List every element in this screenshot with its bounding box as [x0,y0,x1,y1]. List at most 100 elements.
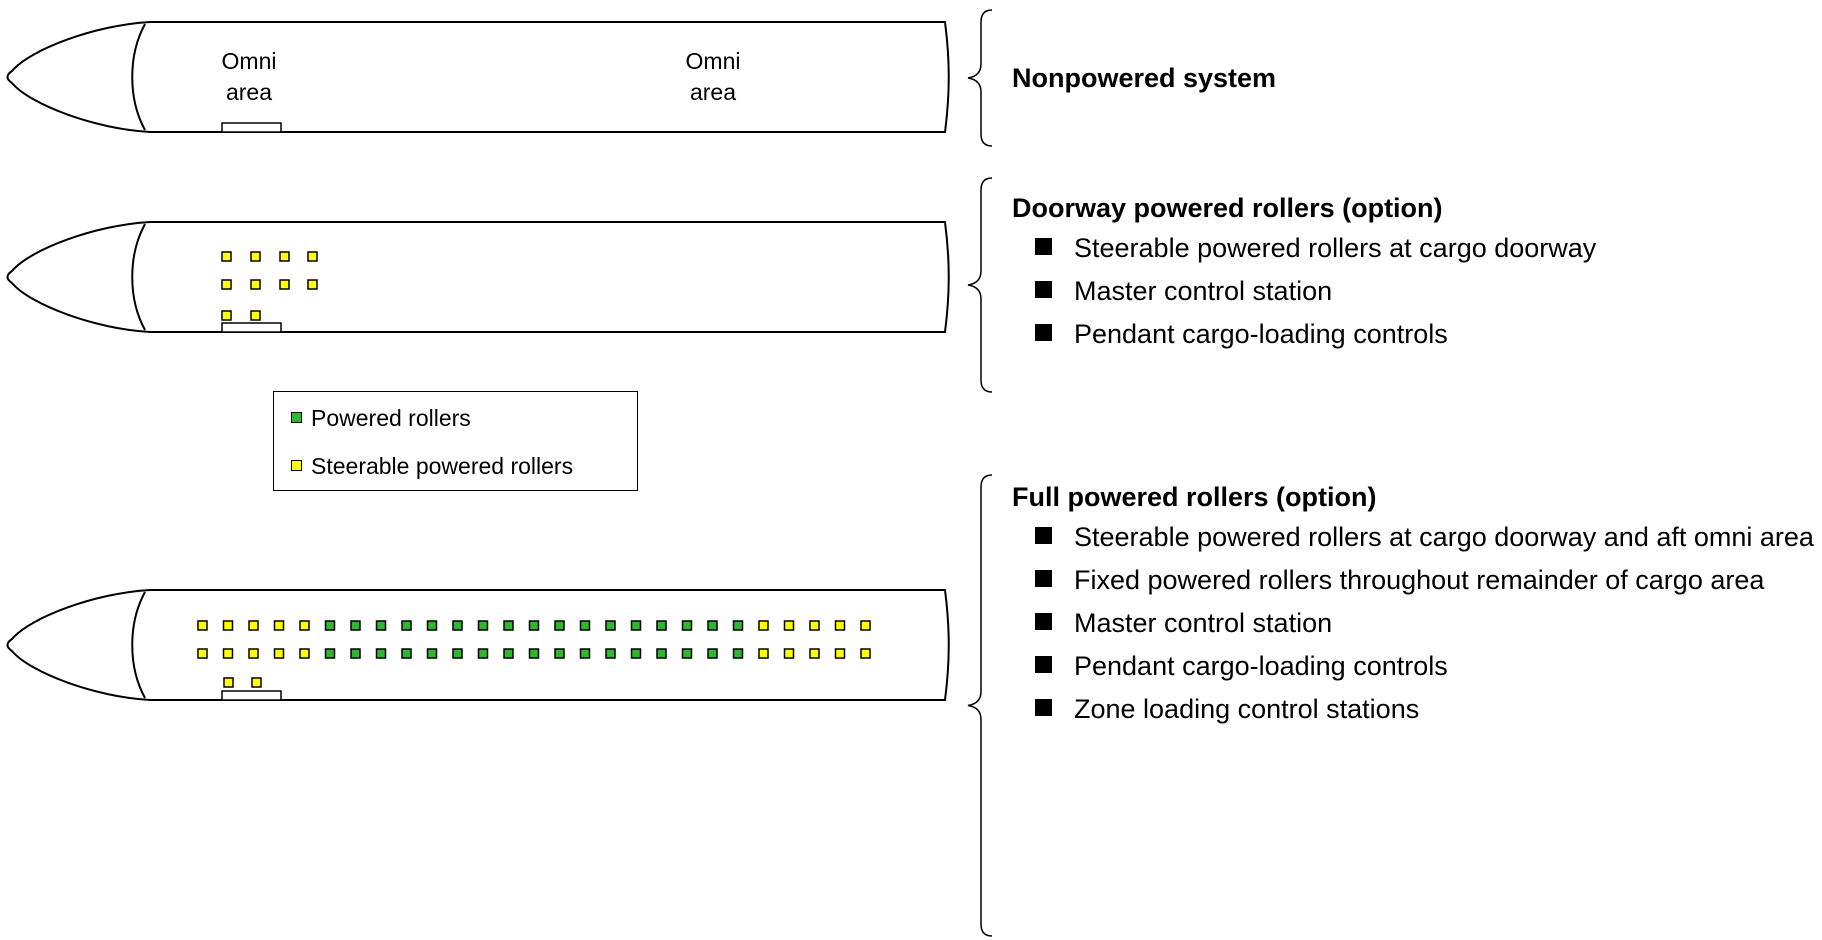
powered-roller [503,620,514,631]
list-item: Steerable powered rollers at cargo doorw… [1012,521,1822,553]
powered-roller [579,620,591,631]
powered-roller [528,620,540,631]
powered-roller [324,648,336,659]
legend-item-steerable: Steerable powered rollers [291,452,573,480]
steerable-powered-roller [248,648,259,659]
steerable-powered-roller [221,279,232,290]
steerable-powered-roller [299,620,310,631]
steerable-powered-roller [307,251,318,262]
legend-item-powered: Powered rollers [291,404,471,432]
list-item: Pendant cargo-loading controls [1012,650,1822,682]
steerable-powered-roller [758,648,769,659]
section-title: Nonpowered system [1012,63,1277,93]
fuselage-outline [6,221,950,333]
powered-roller [426,648,438,659]
powered-roller [554,648,565,659]
square-bullet-icon [1035,527,1052,544]
square-bullet-icon [1035,699,1052,716]
square-bullet-icon [1035,324,1052,341]
square-bullet-icon [1035,656,1052,673]
list-item: Steerable powered rollers at cargo doorw… [1012,232,1822,264]
steerable-powered-roller [273,648,285,659]
section-title: Doorway powered rollers (option) [1012,193,1443,223]
powered-roller [707,648,718,659]
powered-roller [375,648,387,659]
powered-roller [426,620,438,631]
powered-roller [528,648,540,659]
section-nonpowered: Nonpowered system [1012,62,1822,94]
square-bullet-icon [1035,570,1052,587]
powered-roller [605,620,616,631]
powered-roller [324,620,336,631]
section-full-powered: Full powered rollers (option) Steerable … [1012,481,1822,736]
powered-roller [477,620,489,631]
legend: Powered rollers Steerable powered roller… [273,391,638,491]
square-bullet-icon [1035,613,1052,630]
steerable-powered-roller [758,620,769,631]
steerable-powered-roller [299,648,310,659]
steerable-powered-roller [221,310,232,321]
omni-area-label-forward: Omni area [221,48,277,105]
steerable-powered-roller [223,677,234,688]
square-bullet-icon [1035,281,1052,298]
steerable-powered-roller [279,279,290,290]
powered-roller [452,648,463,659]
steerable-powered-roller [273,620,285,631]
steerable-powered-roller [834,648,846,659]
steerable-powered-roller [197,620,208,631]
powered-roller [477,648,489,659]
section-braces [967,9,993,937]
powered-roller [554,620,565,631]
steerable-powered-roller [783,648,795,659]
powered-roller [630,648,642,659]
powered-roller [681,648,693,659]
powered-roller [681,620,693,631]
powered-roller [579,648,591,659]
powered-roller [503,648,514,659]
steerable-powered-roller [809,648,820,659]
fuselage-outline [6,589,950,701]
steerable-powered-roller [307,279,318,290]
powered-roller [401,620,412,631]
steerable-roller-swatch-icon [291,460,302,471]
steerable-powered-roller [809,620,820,631]
section-doorway-powered: Doorway powered rollers (option) Steerab… [1012,192,1822,361]
list-item: Master control station [1012,275,1822,307]
steerable-powered-roller [222,620,234,631]
powered-roller [350,648,361,659]
curly-brace [967,9,993,147]
powered-roller [656,620,667,631]
cargo-door [221,122,282,133]
cargo-door [221,690,282,701]
steerable-powered-roller [250,310,261,321]
list-item: Pendant cargo-loading controls [1012,318,1822,350]
omni-area-label-aft: Omni area [685,48,741,105]
powered-roller [732,648,744,659]
roller-squares [197,251,871,688]
powered-roller [630,620,642,631]
powered-roller [350,620,361,631]
steerable-powered-roller [248,620,259,631]
steerable-powered-roller [834,620,846,631]
curly-brace [967,474,993,937]
section-title: Full powered rollers (option) [1012,482,1377,512]
fuselage-outlines [6,21,950,701]
cockpit-separator-line [131,223,146,331]
cockpit-separator-line [131,23,146,131]
cargo-door [221,322,282,333]
powered-roller [452,620,463,631]
powered-roller [375,620,387,631]
steerable-powered-roller [250,279,261,290]
steerable-powered-roller [197,648,208,659]
steerable-powered-roller [279,251,290,262]
steerable-powered-roller [250,251,261,262]
powered-roller-swatch-icon [291,412,302,423]
powered-roller [732,620,744,631]
bullet-list: Steerable powered rollers at cargo doorw… [1012,232,1822,350]
bullet-list: Steerable powered rollers at cargo doorw… [1012,521,1822,725]
steerable-powered-roller [783,620,795,631]
powered-roller [707,620,718,631]
powered-roller [656,648,667,659]
powered-roller [401,648,412,659]
fuselage-outline [6,21,950,133]
